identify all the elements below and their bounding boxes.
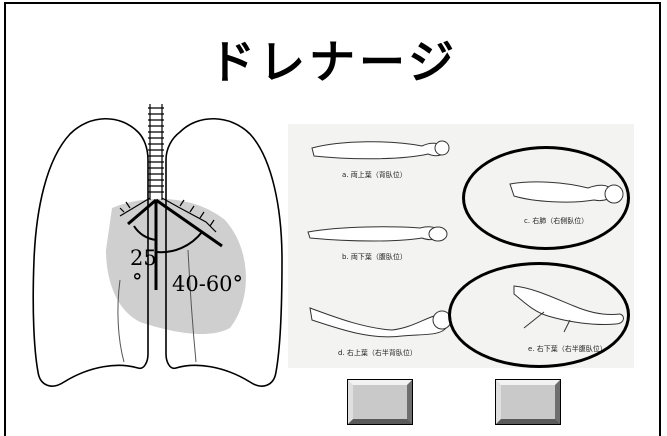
position-d-caption: d. 右上葉（右半背臥位） xyxy=(338,348,417,358)
prone-figure-icon xyxy=(302,208,462,252)
angle-label-40-60: 40-60° xyxy=(172,272,243,296)
nav-button-right[interactable] xyxy=(496,380,560,424)
position-a: a. 両上葉（背臥位） xyxy=(302,126,462,186)
position-a-caption: a. 両上葉（背臥位） xyxy=(342,170,407,180)
highlight-ring-position-c xyxy=(462,146,630,250)
supine-figure-icon xyxy=(302,126,462,170)
trachea xyxy=(148,104,164,200)
shaded-drainage-region xyxy=(106,199,246,334)
position-b-caption: b. 両下葉（腹臥位） xyxy=(342,252,407,262)
half-supine-figure-icon xyxy=(302,290,462,346)
angle-label-25: 25 xyxy=(130,246,157,270)
angle-label-degree: ° xyxy=(132,270,143,294)
highlight-ring-position-e xyxy=(448,262,630,368)
slide-title: ドレナージ xyxy=(0,26,667,92)
nav-button-left[interactable] xyxy=(348,380,412,424)
lung-diagram: 25 ° 40-60° xyxy=(20,100,290,436)
position-b: b. 両下葉（腹臥位） xyxy=(302,208,462,268)
position-d: d. 右上葉（右半背臥位） xyxy=(302,290,462,366)
